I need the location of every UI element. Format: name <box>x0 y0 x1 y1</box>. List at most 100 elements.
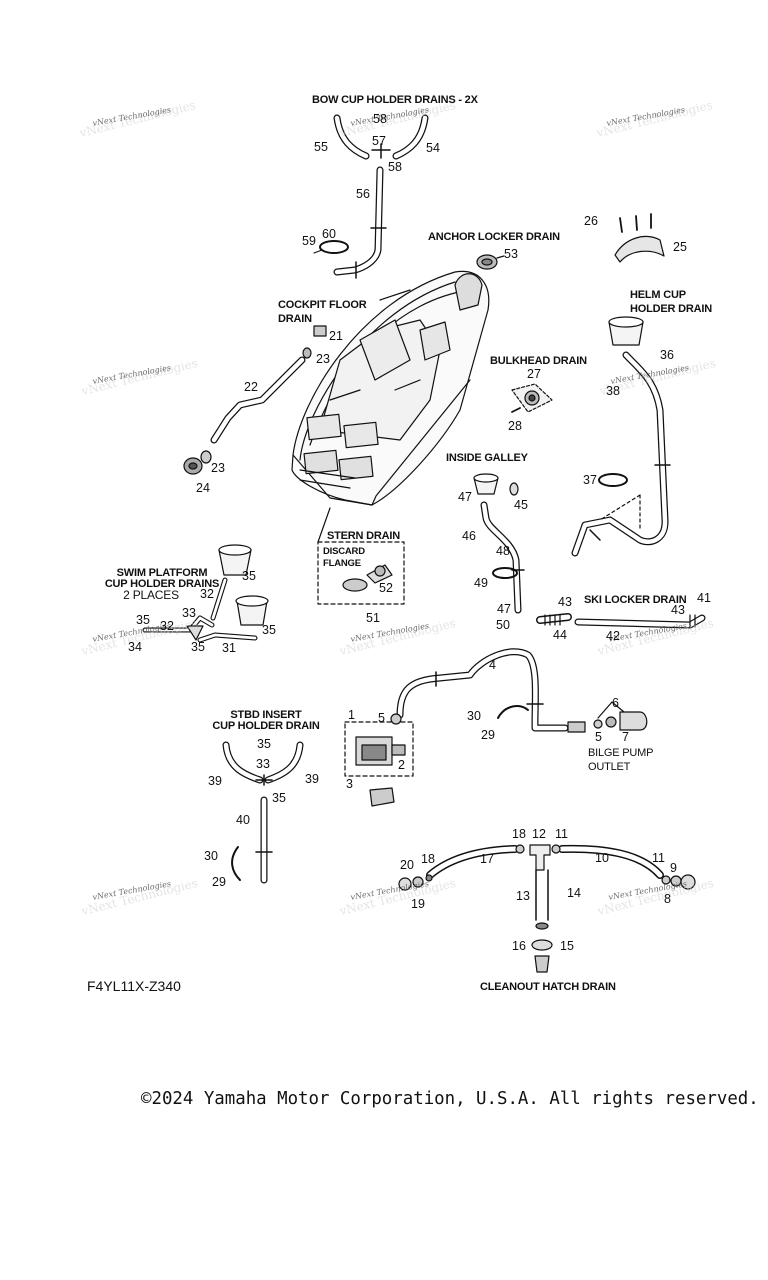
callout-11: 11 <box>555 827 568 841</box>
callout-33: 33 <box>256 757 270 771</box>
callout-25: 25 <box>673 240 687 254</box>
callout-11: 11 <box>652 851 665 865</box>
callout-8: 8 <box>664 892 671 906</box>
title-bilge-pump-outlet-line2: OUTLET <box>588 761 631 773</box>
title-bow-cup-holder-drains: BOW CUP HOLDER DRAINS - 2X <box>312 94 478 106</box>
callout-55: 55 <box>314 140 328 154</box>
callout-52: 52 <box>379 581 393 595</box>
bilge-pump-box <box>344 713 414 807</box>
callout-32: 32 <box>200 587 214 601</box>
callout-49: 49 <box>474 576 488 590</box>
callout-39: 39 <box>208 774 222 788</box>
title-anchor-locker-drain: ANCHOR LOCKER DRAIN <box>428 231 560 243</box>
callout-35: 35 <box>257 737 271 751</box>
callout-38: 38 <box>606 384 620 398</box>
callout-1: 1 <box>348 708 355 722</box>
callout-18: 18 <box>512 827 526 841</box>
callout-21: 21 <box>329 329 343 343</box>
callout-48: 48 <box>496 544 510 558</box>
copyright-notice: ©2024 Yamaha Motor Corporation, U.S.A. A… <box>141 1089 759 1109</box>
callout-16: 16 <box>512 939 526 953</box>
title-helm-cup-line2: HOLDER DRAIN <box>630 303 712 315</box>
callout-10: 10 <box>595 851 609 865</box>
callout-6: 6 <box>612 696 619 710</box>
title-discard-flange-line2: FLANGE <box>323 558 361 569</box>
callout-35: 35 <box>242 569 256 583</box>
callout-12: 12 <box>532 827 546 841</box>
callout-29: 29 <box>481 728 495 742</box>
title-helm-cup-line1: HELM CUP <box>630 289 686 301</box>
diagram-code: F4YL11X-Z340 <box>87 978 181 994</box>
callout-31: 31 <box>222 641 236 655</box>
bilge-pump-hose <box>396 648 648 733</box>
callout-27: 27 <box>527 367 541 381</box>
callout-37: 37 <box>583 473 597 487</box>
callout-23: 23 <box>211 461 225 475</box>
title-cockpit-floor-drain-line1: COCKPIT FLOOR <box>278 299 367 311</box>
callout-44: 44 <box>553 628 567 642</box>
callout-18: 18 <box>421 852 435 866</box>
callout-26: 26 <box>584 214 598 228</box>
callout-17: 17 <box>480 852 494 866</box>
title-cockpit-floor-drain-line2: DRAIN <box>278 313 312 325</box>
callout-19: 19 <box>411 897 425 911</box>
callout-20: 20 <box>400 858 414 872</box>
boat-hull <box>291 270 490 506</box>
callout-2: 2 <box>398 758 405 772</box>
callout-35: 35 <box>136 613 150 627</box>
callout-32: 32 <box>160 619 174 633</box>
callout-28: 28 <box>508 419 522 433</box>
callout-5: 5 <box>595 730 602 744</box>
bow-cup-holder-drain-assembly <box>313 114 429 279</box>
callout-14: 14 <box>567 886 581 900</box>
callout-33: 33 <box>182 606 196 620</box>
callout-58: 58 <box>373 112 387 126</box>
stbd-insert-cup-holder-drain-assembly <box>222 741 304 884</box>
callout-24: 24 <box>196 481 210 495</box>
callout-15: 15 <box>560 939 574 953</box>
callout-59: 59 <box>302 234 316 248</box>
callout-45: 45 <box>514 498 528 512</box>
callout-36: 36 <box>660 348 674 362</box>
callout-41: 41 <box>697 591 711 605</box>
callout-54: 54 <box>426 141 440 155</box>
callout-57: 57 <box>372 134 386 148</box>
callout-35: 35 <box>191 640 205 654</box>
callout-47: 47 <box>458 490 472 504</box>
callout-58: 58 <box>388 160 402 174</box>
callout-35: 35 <box>262 623 276 637</box>
callout-29: 29 <box>212 875 226 889</box>
callout-43: 43 <box>671 603 685 617</box>
helm-cup-holder-drain-assembly <box>571 316 671 557</box>
callout-56: 56 <box>356 187 370 201</box>
callout-43: 43 <box>558 595 572 609</box>
callout-46: 46 <box>462 529 476 543</box>
callout-39: 39 <box>305 772 319 786</box>
callout-35: 35 <box>272 791 286 805</box>
bracket-part-25 <box>614 213 665 263</box>
callout-9: 9 <box>670 861 677 875</box>
title-bilge-pump-outlet-line1: BILGE PUMP <box>588 747 654 759</box>
callout-60: 60 <box>322 227 336 241</box>
callout-13: 13 <box>516 889 530 903</box>
callout-3: 3 <box>346 777 353 791</box>
anchor-locker-drain-plug <box>476 254 505 270</box>
callout-23: 23 <box>316 352 330 366</box>
title-swim-platform-line1: SWIM PLATFORM <box>116 567 208 579</box>
title-bulkhead-drain: BULKHEAD DRAIN <box>490 355 587 367</box>
callout-47: 47 <box>497 602 511 616</box>
title-discard-flange-line1: DISCARD <box>323 546 365 557</box>
cleanout-hatch-drain-assembly <box>398 844 696 973</box>
title-swim-platform-line3: 2 PLACES <box>123 588 179 602</box>
callout-40: 40 <box>236 813 250 827</box>
callout-30: 30 <box>204 849 218 863</box>
callout-7: 7 <box>622 730 629 744</box>
title-stern-drain: STERN DRAIN <box>327 530 400 542</box>
callout-42: 42 <box>606 629 620 643</box>
cockpit-floor-drain-assembly <box>183 325 327 475</box>
bulkhead-drain-assembly <box>511 383 553 413</box>
title-stbd-insert-line1: STBD INSERT <box>230 709 302 721</box>
ski-locker-drain-assembly <box>536 613 706 629</box>
title-cleanout-hatch-drain: CLEANOUT HATCH DRAIN <box>480 981 616 993</box>
callout-51: 51 <box>366 611 380 625</box>
